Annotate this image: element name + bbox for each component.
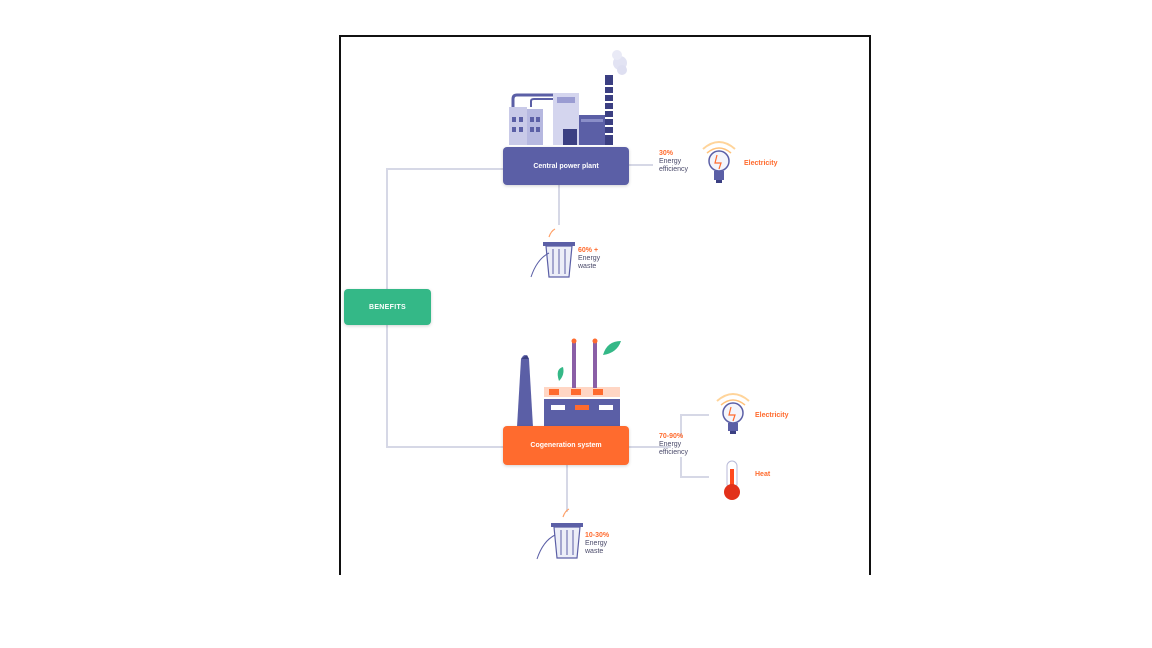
diagram-graphics	[386, 50, 750, 560]
central-waste-label-2: waste	[578, 263, 597, 270]
lightbulb-icon	[702, 141, 736, 183]
diagram-frame: BENEFITS Central power plant 30% Energy …	[339, 35, 871, 575]
trash-bin-icon	[536, 508, 583, 560]
trash-bin-icon	[530, 228, 575, 278]
central-efficiency-text: 30% Energy efficiency	[659, 150, 688, 174]
connector-lines	[386, 164, 709, 512]
benefits-node: BENEFITS	[344, 289, 431, 325]
cogen-efficiency-label-2: efficiency	[659, 449, 689, 456]
cogen-waste-label-2: waste	[585, 548, 604, 555]
central-waste-text: 60% + Energy waste	[578, 247, 600, 271]
central-efficiency-label-2: efficiency	[659, 166, 689, 173]
central-efficiency-pct: 30%	[659, 150, 674, 157]
central-efficiency-label-1: Energy	[659, 158, 682, 165]
central-electricity-label: Electricity	[744, 160, 778, 167]
cogen-efficiency-label-1: Energy	[659, 441, 682, 448]
central-waste-pct: 60% +	[578, 247, 599, 254]
central-power-plant-node: Central power plant	[503, 147, 629, 185]
cogen-efficiency-text: 70-90% Energy efficiency	[659, 433, 688, 457]
cogen-efficiency-pct: 70-90%	[659, 433, 684, 440]
cogeneration-system-node: Cogeneration system	[503, 426, 629, 465]
leaf-icon	[557, 341, 621, 381]
cogen-waste-pct: 10-30%	[585, 532, 610, 539]
cogeneration-plant-icon	[517, 338, 620, 427]
lightbulb-icon	[716, 393, 750, 434]
cogen-waste-text: 10-30% Energy waste	[585, 532, 609, 556]
cogen-waste-label-1: Energy	[585, 540, 608, 547]
cogen-heat-label: Heat	[755, 471, 771, 478]
thermometer-icon	[724, 460, 740, 500]
central-waste-label-1: Energy	[578, 255, 601, 262]
cogen-electricity-label: Electricity	[755, 412, 789, 419]
smokestack-icon	[605, 50, 627, 145]
factory-icon	[509, 93, 605, 145]
